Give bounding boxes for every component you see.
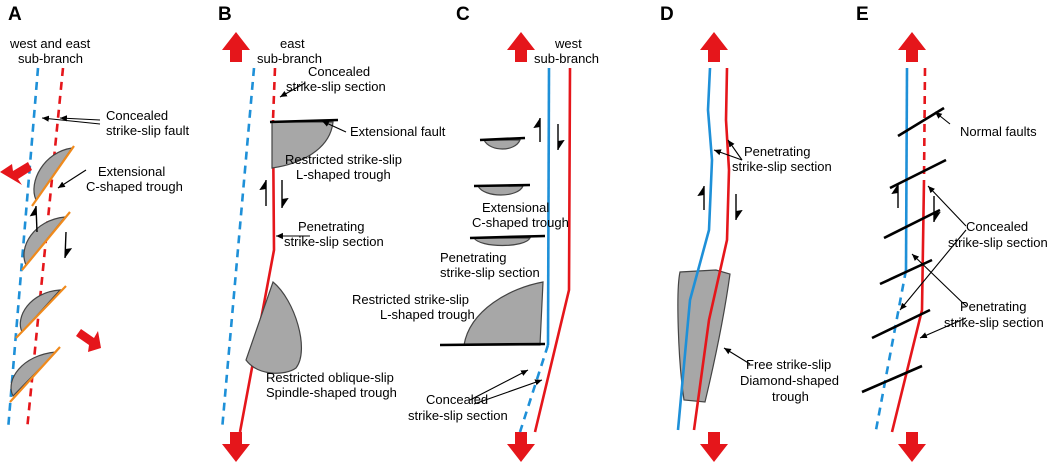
normal-fault [879,258,933,286]
concealed-section-label-line2: strike-slip section [286,79,386,94]
extensional-fault [439,342,546,347]
panel-c: C west sub-branch Extensional C-shaped t… [352,4,599,462]
down-arrow [222,432,250,462]
dextral-slip-arrow [64,231,73,259]
east-sub-branch-line [25,67,65,431]
concealed-fault-label-line1: Concealed [106,108,168,123]
concealed-section-label-line1: Concealed [308,64,370,79]
penetrating-label-line2: strike-slip section [440,265,540,280]
branch-label-line2: sub-branch [18,51,83,66]
panel-label-c: C [456,4,470,25]
west-concealed-segment [874,269,908,431]
branch-label-line1: west and east [9,36,91,51]
west-sub-branch-line [904,67,909,271]
c-trough-label-line1: Extensional [482,200,549,215]
extensional-fault [15,285,67,339]
concealed-label-line2: strike-slip section [408,408,508,423]
east-concealed-segment [922,67,927,181]
penetrating-label-line2: strike-slip section [284,234,384,249]
c-shaped-trough [19,289,62,334]
spindle-label-line1: Restricted oblique-slip [266,370,394,385]
spindle-label-line2: Spindle-shaped trough [266,385,397,400]
penetrating-label-line1: Penetrating [960,299,1027,314]
extensional-fault [479,136,526,142]
extension-arrow-se [76,329,101,352]
c-shaped-trough [483,139,521,150]
west-sub-branch-line [220,67,256,431]
normal-fault [889,158,947,190]
c-trough-label-line2: C-shaped trough [472,215,569,230]
trough-label-line1: Extensional [98,164,165,179]
normal-fault [871,308,931,340]
extensional-fault [469,234,546,240]
west-concealed-segment [518,344,550,433]
up-arrow [222,32,250,62]
down-arrow [898,432,926,462]
diamond-label-line2: Diamond-shaped [740,373,839,388]
up-arrow [507,32,535,62]
panel-d: D Penetrating strike-slip section Free s… [660,4,839,462]
c-shaped-trough [477,185,524,196]
panel-label-a: A [8,4,22,25]
extensional-fault [269,118,339,124]
panel-b: B east sub-branch Concealed strike-slip … [218,4,446,462]
branch-label-line2: sub-branch [257,51,322,66]
panel-label-d: D [660,4,674,25]
panel-a: A west and east sub-branch Concealed str… [0,4,189,431]
concealed-label-line1: Concealed [426,392,488,407]
extensional-fault [21,211,71,271]
extension-arrow-nw [0,162,32,185]
concealed-label-line2: strike-slip section [948,235,1048,250]
l-shaped-trough [463,281,544,346]
east-concealed-segment [271,67,277,121]
diamond-label-line3: trough [772,389,809,404]
west-sub-branch-line [676,67,714,431]
concealed-label-line1: Concealed [966,219,1028,234]
l-trough-label-line1: Restricted strike-slip [285,152,402,167]
panel-label-b: B [218,4,232,25]
normal-fault [883,208,941,240]
penetrating-label-line1: Penetrating [440,250,507,265]
east-sub-branch-line [533,67,572,433]
diamond-label-line1: Free strike-slip [746,357,831,372]
east-sub-branch-line [692,67,731,431]
up-arrow [898,32,926,62]
west-sub-branch-line [6,67,40,431]
branch-label-line1: west [554,36,582,51]
panel-label-e: E [856,4,869,25]
spindle-shaped-trough [245,280,303,374]
sinistral-slip-arrow [29,205,38,233]
west-sub-branch-line [546,67,551,346]
penetrating-label-line1: Penetrating [744,144,811,159]
l-shaped-trough [271,121,334,169]
l-trough-label-line2: L-shaped trough [380,307,475,322]
branch-label-line1: east [280,36,305,51]
trough-label-line2: C-shaped trough [86,179,183,194]
l-trough-label-line1: Restricted strike-slip [352,292,469,307]
up-arrow [700,32,728,62]
concealed-fault-label-line2: strike-slip fault [106,123,189,138]
penetrating-label-line2: strike-slip section [944,315,1044,330]
down-arrow [507,432,535,462]
extensional-fault [473,183,531,188]
normal-fault [861,364,923,394]
extensional-fault-label: Extensional fault [350,124,446,139]
penetrating-label-line2: strike-slip section [732,159,832,174]
extensional-fault [31,145,75,207]
extensional-fault [9,346,61,403]
branch-label-line2: sub-branch [534,51,599,66]
down-arrow [700,432,728,462]
penetrating-label-line1: Penetrating [298,219,365,234]
panel-e: E Normal faults Concealed strike-slip se… [856,4,1048,462]
east-sub-branch-line [890,179,926,433]
l-trough-label-line2: L-shaped trough [296,167,391,182]
normal-faults-label: Normal faults [960,124,1037,139]
normal-fault [897,106,945,138]
c-shaped-trough [472,237,531,247]
